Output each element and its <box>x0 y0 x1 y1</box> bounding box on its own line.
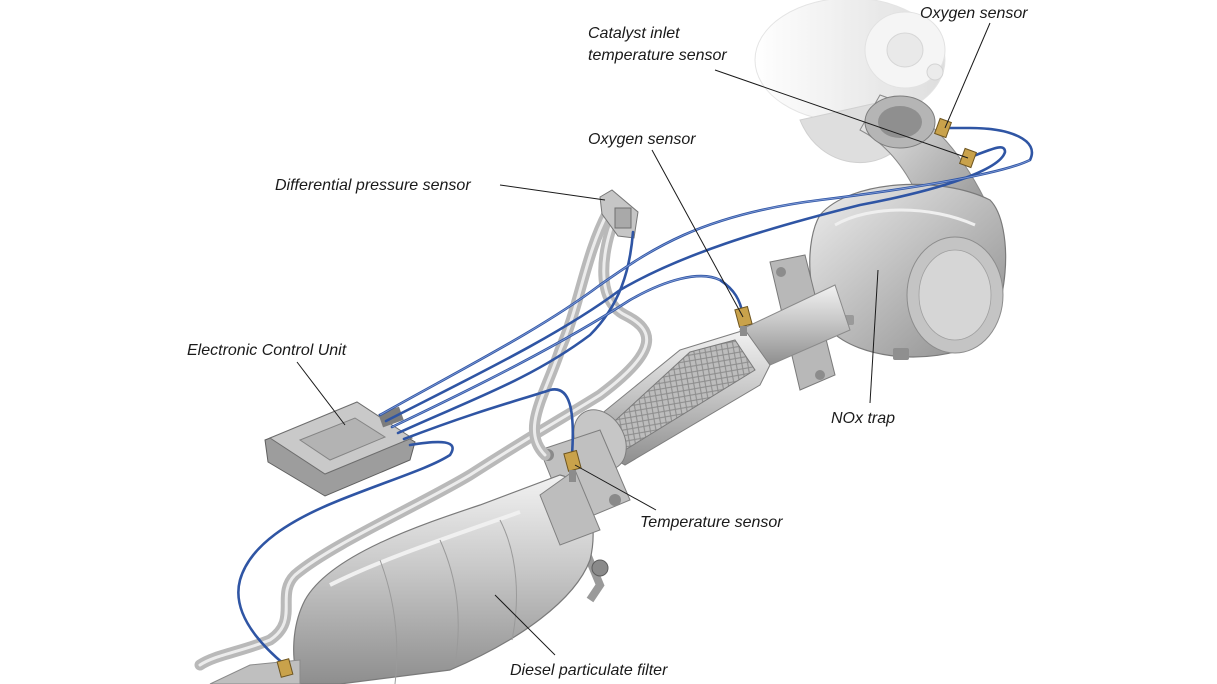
wiring-harness <box>237 126 1034 667</box>
label-oxygen-sensor-top: Oxygen sensor <box>920 5 1028 22</box>
label-diesel-particulate-filter: Diesel particulate filter <box>510 662 668 679</box>
label-temperature-sensor: Temperature sensor <box>640 514 783 531</box>
electronic-control-unit-box <box>264 401 416 497</box>
differential-pressure-sensor-unit <box>599 189 639 239</box>
leader-lines <box>296 22 991 656</box>
pressure-sensor-pipes <box>194 199 653 671</box>
oxygen-sensor-mid-unit <box>734 305 753 336</box>
label-electronic-control-unit: Electronic Control Unit <box>187 342 347 359</box>
label-differential-pressure-sensor: Differential pressure sensor <box>275 177 471 194</box>
label-nox-trap: NOx trap <box>831 410 895 427</box>
oxygen-sensor-top-unit <box>933 117 953 139</box>
label-oxygen-sensor-mid: Oxygen sensor <box>588 131 696 148</box>
label-catalyst-inlet-line1: Catalyst inlet <box>588 25 680 42</box>
dpf-inlet-sensor-unit <box>276 658 294 678</box>
label-catalyst-inlet-line2: temperature sensor <box>588 47 727 64</box>
diesel-particulate-filter-body <box>209 469 601 684</box>
